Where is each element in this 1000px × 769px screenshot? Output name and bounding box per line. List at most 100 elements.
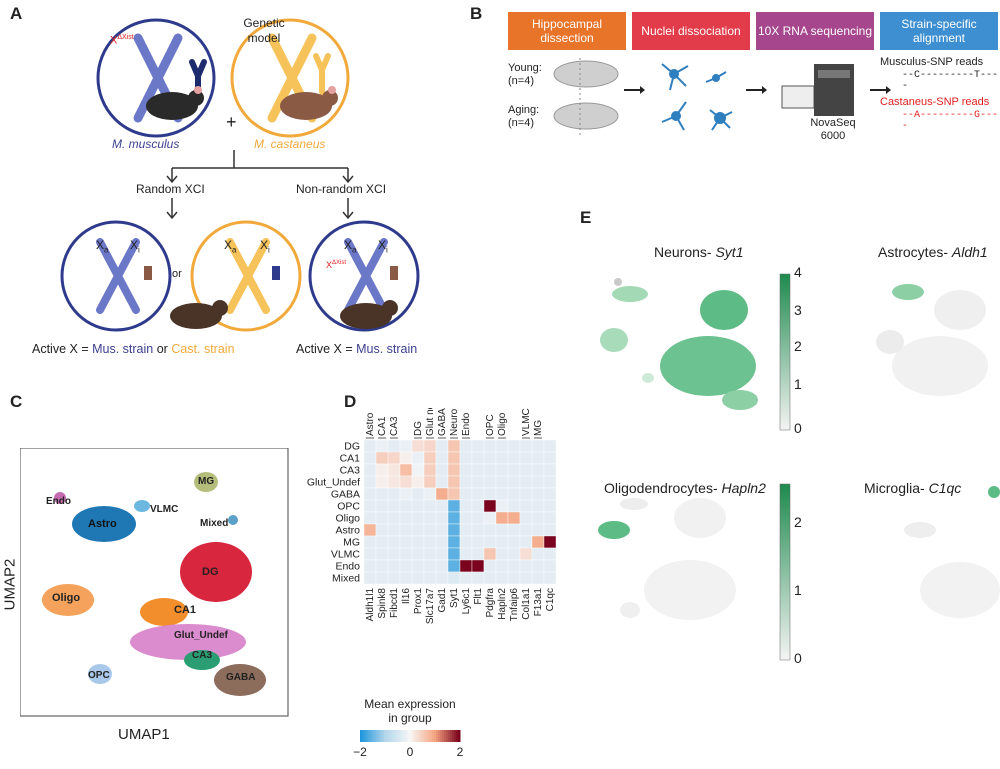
umap-xlabel: UMAP1 (118, 726, 170, 743)
colorbar-tick: 0 (794, 420, 802, 436)
heatmap-cell (459, 535, 473, 549)
young-label: Young:(n=4) (508, 62, 542, 87)
cluster-mixed (228, 515, 238, 525)
heatmap-cell (435, 475, 449, 489)
panel-label-b: B (470, 4, 483, 23)
colorbar-segment (422, 730, 425, 742)
heatmap-cell (423, 439, 437, 453)
heatmap-cell (519, 475, 533, 489)
heatmap-gene-label: Spink8 (377, 588, 388, 619)
heatmap-group-label: Glut neuron (425, 408, 436, 436)
colorbar-tick: 1 (794, 376, 802, 392)
heatmap-cell (447, 451, 461, 465)
heatmap-cell (519, 559, 533, 573)
heatmap-row-label: DG (344, 441, 360, 453)
heatmap-cell (411, 499, 425, 513)
feature-title: Oligodendrocytes- Hapln2 (604, 480, 766, 496)
colorbar-tick: 1 (794, 582, 802, 598)
heatmap-cell (531, 547, 545, 561)
heatmap-cell (399, 547, 413, 561)
colorbar-segment (432, 730, 435, 742)
heatmap-group-label: Astro (365, 412, 376, 436)
feature-plot-oligodendrocytes (598, 498, 736, 620)
heatmap-cell (375, 535, 389, 549)
heatmap-gene-label: Aldh1l1 (365, 588, 376, 622)
active-x-nonrandom: Active X = Mus. strain (296, 342, 418, 356)
colorbar-tick: 0 (407, 745, 414, 759)
heatmap-cell (483, 523, 497, 537)
colorbar-segment (378, 730, 381, 742)
colorbar-segment (386, 730, 389, 742)
heatmap-cell (507, 463, 521, 477)
heatmap-group-label: GABA Neuron (437, 408, 448, 436)
heatmap-cell (459, 547, 473, 561)
cluster-label: CA1 (174, 604, 197, 616)
heatmap-cell (483, 487, 497, 501)
musculus-reads-label: Musculus-SNP reads (880, 56, 984, 68)
heatmap-cell (363, 499, 377, 513)
colorbar-segment (392, 730, 395, 742)
heatmap-cell (495, 547, 509, 561)
heatmap-cell (399, 499, 413, 513)
castaneus-seq: --A---------G---- (902, 110, 999, 132)
heatmap-cell (435, 451, 449, 465)
colorbar-title: in group (388, 711, 432, 725)
mouse-icon (340, 300, 398, 329)
heatmap-cell (387, 487, 401, 501)
colorbar-segment (420, 730, 423, 742)
or-label: or (172, 268, 182, 280)
cluster-mg (194, 472, 218, 492)
heatmap-cell (471, 475, 485, 489)
neuron-icon (661, 63, 733, 131)
xa-label: Xa (96, 238, 109, 255)
heatmap-cell (483, 475, 497, 489)
colorbar-segment (394, 730, 397, 742)
heatmap-cell (435, 499, 449, 513)
heatmap-cell (507, 523, 521, 537)
heatmap-cell (519, 571, 533, 585)
heatmap-cell (495, 559, 509, 573)
heatmap-cell (507, 475, 521, 489)
heatmap-cell (495, 451, 509, 465)
heatmap-cell (519, 547, 533, 561)
heatmap-cell (543, 511, 557, 525)
heatmap-cell (423, 511, 437, 525)
heatmap-group-label: Oligo (497, 412, 508, 436)
xa-label: Xa (344, 238, 357, 255)
heatmap-cell (459, 439, 473, 453)
colorbar-title: Mean expression (364, 697, 455, 711)
heatmap-cell (483, 451, 497, 465)
colorbar-segment (382, 730, 385, 742)
heatmap-cell (399, 571, 413, 585)
heatmap-cell (531, 475, 545, 489)
heatmap-cell (507, 571, 521, 585)
heatmap-cell (411, 535, 425, 549)
heatmap-cell (435, 439, 449, 453)
heatmap-gene-label: Prox1 (413, 588, 424, 615)
colorbar-tick: 2 (794, 338, 802, 354)
cluster-label: VLMC (150, 504, 179, 515)
heatmap-cell (459, 475, 473, 489)
colorbar-tick: −2 (353, 745, 367, 759)
cluster-label: Astro (88, 518, 117, 530)
heatmap-cell (483, 571, 497, 585)
heatmap-group-label: VLMC (521, 408, 532, 436)
heatmap-cell (363, 487, 377, 501)
xist-label: XΔXist (110, 34, 134, 47)
sequencer-icon (781, 64, 854, 116)
castaneus-label: M. castaneus (254, 137, 326, 151)
heatmap-cell (375, 559, 389, 573)
heatmap-cell (543, 547, 557, 561)
heatmap-cell (363, 511, 377, 525)
heatmap-cell (447, 559, 461, 573)
heatmap-gene-label: Flt1 (473, 588, 484, 605)
castaneus-model-circle (230, 18, 350, 138)
heatmap-cell (423, 535, 437, 549)
feature-title: Astrocytes- Aldh1 (878, 244, 988, 260)
colorbar-segment (360, 730, 363, 742)
heatmap-cell (519, 535, 533, 549)
colorbar-segment (454, 730, 457, 742)
xa-label: Xa (224, 238, 237, 255)
xi-label: Xi (378, 238, 388, 255)
colorbar-segment (406, 730, 409, 742)
